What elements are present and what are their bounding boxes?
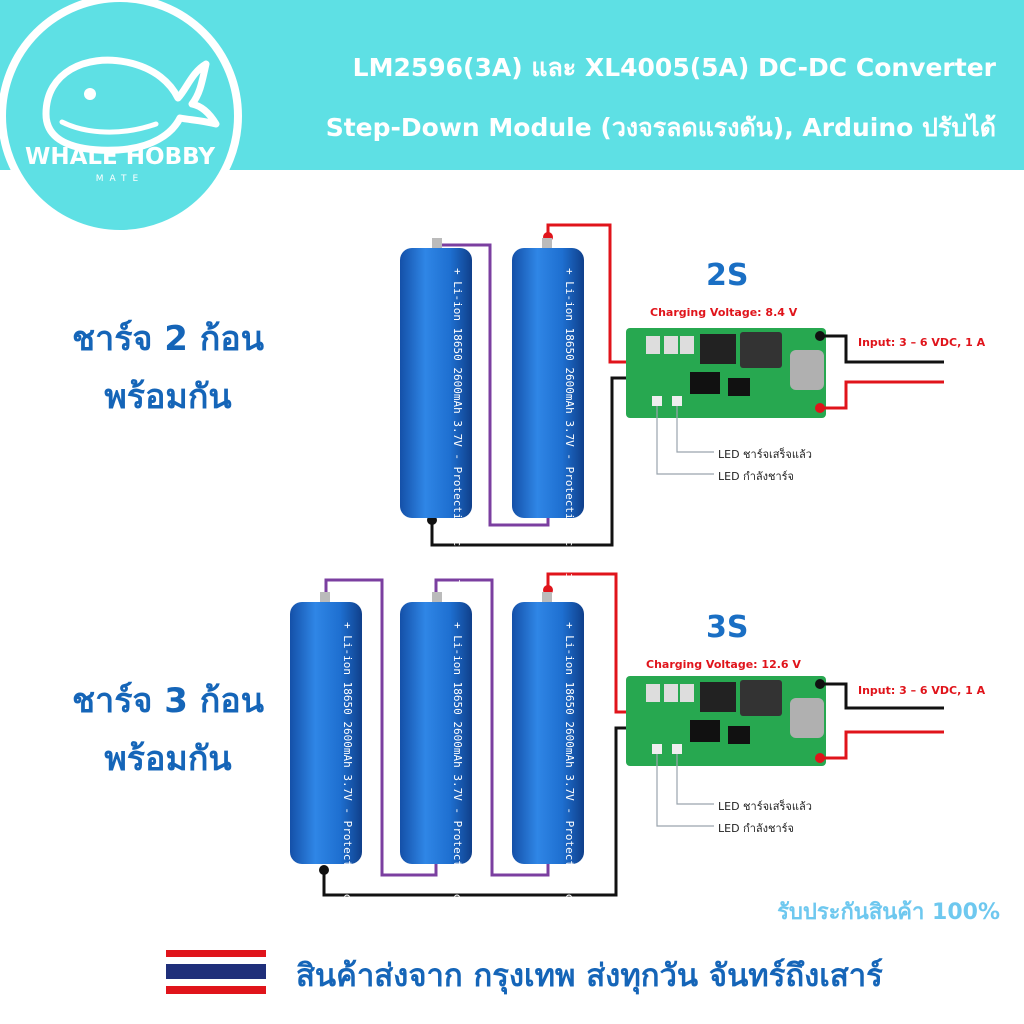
section-3s-label-line2: พร้อมกัน (104, 739, 232, 779)
brand-logo: WHALE HOBBY MATE (0, 0, 242, 238)
whale-icon (42, 56, 220, 154)
battery-3s-1 (290, 592, 362, 864)
battery-2s-2 (512, 238, 584, 518)
logo-name: WHALE HOBBY (24, 144, 216, 170)
battery-text-3s-1: + Li-ion 18650 2600mAh 3.7V - Protection… (341, 622, 354, 940)
wire-black-2s (430, 376, 634, 547)
charger-board-2s (626, 328, 826, 475)
wire-purple-2s (434, 243, 550, 527)
thailand-flag-icon (166, 950, 266, 994)
warranty-text: รับประกันสินค้า 100% (777, 900, 1000, 925)
input-spec-2s: Input: 3 – 6 VDC, 1 A (858, 336, 986, 349)
header-title-line1: LM2596(3A) และ XL4005(5A) DC-DC Converte… (352, 53, 996, 82)
charging-voltage-3s: Charging Voltage: 12.6 V (646, 658, 801, 671)
wire-red-2s (546, 223, 634, 364)
section-3s-label: ชาร์จ 3 ก้อน พร้อมกัน (38, 672, 298, 788)
header-title-line2: Step-Down Module (วงจรลดแรงดัน), Arduino… (325, 113, 996, 142)
battery-3s-3 (512, 592, 584, 864)
wire-purple-3s-b (434, 578, 550, 877)
charger-board-3s (626, 676, 826, 827)
battery-3s-2 (400, 592, 472, 864)
led-full-2s: LED ชาร์จเสร็จแล้ว (718, 448, 812, 461)
battery-text-2s-2: + Li-ion 18650 2600mAh 3.7V - Protection… (563, 268, 576, 586)
battery-text-3s-2: + Li-ion 18650 2600mAh 3.7V - Protection… (451, 622, 464, 940)
section-2s-label-line2: พร้อมกัน (104, 377, 232, 417)
wire-black-3s (322, 726, 634, 897)
led-charging-2s: LED กำลังชาร์จ (718, 470, 794, 483)
section-2s-label: ชาร์จ 2 ก้อน พร้อมกัน (38, 310, 298, 426)
wire-red-3s (546, 572, 634, 714)
battery-2s-1 (400, 238, 472, 518)
section-3s-label-line1: ชาร์จ 3 ก้อน (72, 681, 264, 721)
wire-purple-3s-a (324, 578, 438, 877)
charging-voltage-2s: Charging Voltage: 8.4 V (650, 306, 798, 319)
series-3s: 3S (706, 610, 749, 645)
battery-text-2s-1: + Li-ion 18650 2600mAh 3.7V - Protection… (451, 268, 464, 586)
led-full-3s: LED ชาร์จเสร็จแล้ว (718, 800, 812, 813)
footer-shipping-text: สินค้าส่งจาก กรุงเทพ ส่งทุกวัน จันทร์ถึง… (296, 958, 883, 994)
series-2s: 2S (706, 258, 749, 293)
section-2s-label-line1: ชาร์จ 2 ก้อน (72, 319, 264, 359)
input-spec-3s: Input: 3 – 6 VDC, 1 A (858, 684, 986, 697)
logo-subtitle: MATE (95, 174, 145, 184)
battery-text-3s-3: + Li-ion 18650 2600mAh 3.7V - Protection… (563, 622, 576, 940)
led-charging-3s: LED กำลังชาร์จ (718, 822, 794, 835)
